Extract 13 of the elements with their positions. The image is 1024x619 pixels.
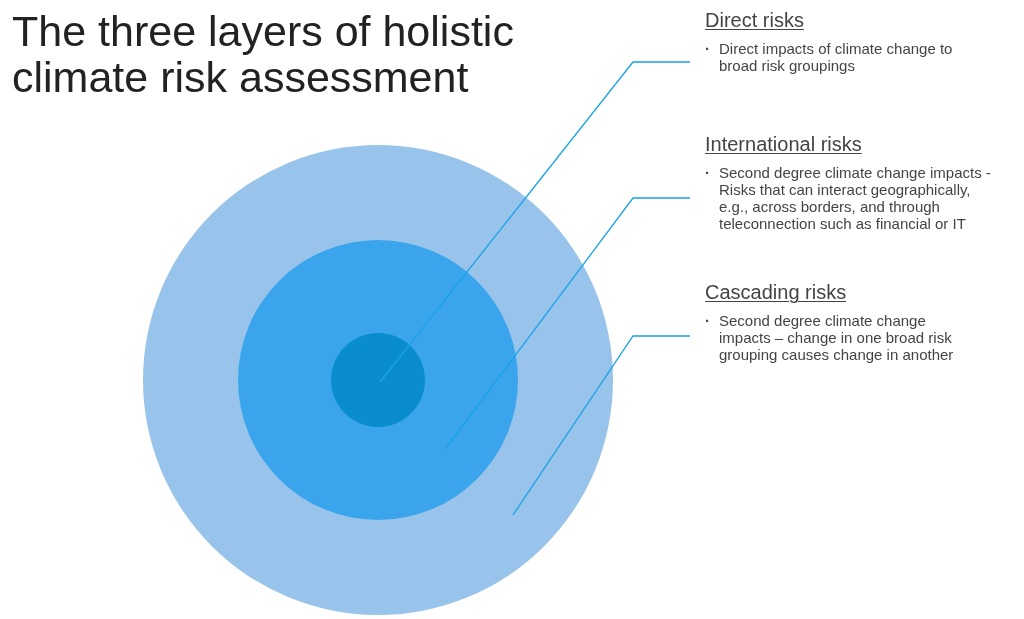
bullet-marker: · — [705, 40, 711, 59]
bullet-text: Direct impacts of climate change to broad risk groupings — [719, 40, 954, 74]
bullet-marker: · — [705, 164, 711, 183]
leader-line — [379, 61, 691, 383]
bullet-text: Second degree climate change impacts - Risks that can interact geographically, e.g., across borders, and through teleconnection such as financial or IT — [719, 164, 992, 232]
title: The three layers of holistic climate risk assessment — [12, 8, 515, 100]
bullet-text: Second degree climate change impacts – change in one broad risk grouping causes change in another — [719, 312, 955, 363]
leader-line — [512, 335, 691, 516]
section-heading: International risks — [705, 132, 862, 157]
section-heading: Cascading risks — [705, 280, 847, 305]
bullet-marker: · — [705, 312, 711, 331]
leader-line — [445, 197, 691, 449]
section-heading: Direct risks — [705, 8, 804, 33]
